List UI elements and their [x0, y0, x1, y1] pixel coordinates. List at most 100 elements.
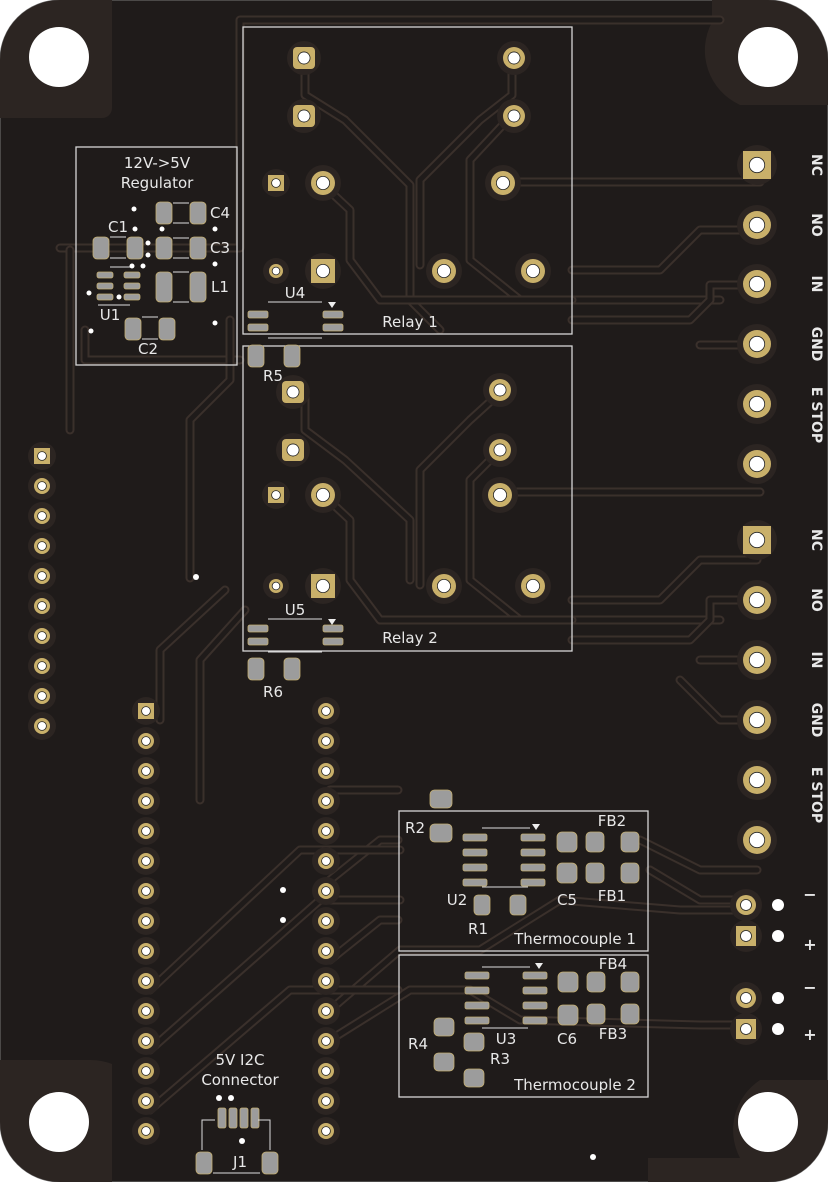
relay2-pad: [515, 568, 551, 604]
r6-label: R6: [263, 683, 283, 701]
left-header-pin: [28, 682, 56, 710]
thermo-terminal-pad: [730, 982, 762, 1014]
r5-label: R5: [263, 367, 283, 385]
j1-pin-pad: [228, 1107, 238, 1129]
left-header-pin: [28, 562, 56, 590]
relay1-led-pad: [262, 169, 290, 197]
c2-label: C2: [138, 340, 158, 358]
relay1-pad: [263, 258, 289, 284]
regulator-title-line2: Regulator: [121, 174, 194, 192]
c5-label: C5: [557, 891, 577, 909]
fb1-pad: [620, 862, 640, 884]
trace: [327, 987, 748, 1043]
thermo-terminal-hole: [772, 899, 784, 911]
mcu-left-pin: [132, 877, 160, 905]
u3-pad: [522, 1016, 548, 1025]
u3-pad: [464, 986, 490, 995]
fb1-pad: [585, 862, 605, 884]
mcu-right-pin: [312, 997, 340, 1025]
trace: [302, 55, 443, 333]
c5-pad: [556, 831, 578, 853]
fb1-label: FB1: [598, 887, 626, 905]
j1-label: J1: [232, 1153, 247, 1171]
u3-pad: [464, 971, 490, 980]
thermo-terminal-pad: [730, 1013, 762, 1045]
copper-traces: [55, 15, 765, 1115]
relay1-pad: [287, 99, 321, 133]
thermo-terminal-label: −: [803, 885, 816, 904]
fb3-pad: [586, 1003, 606, 1025]
terminal-2-pad: [737, 700, 777, 740]
c3-pad: [155, 236, 173, 260]
mounting-hole: [29, 1092, 89, 1152]
u5-pad: [322, 637, 344, 646]
c4-pad: [189, 201, 207, 225]
via: [193, 574, 199, 580]
u3-pad: [464, 1001, 490, 1010]
r1-label: R1: [468, 920, 488, 938]
fb3-label: FB3: [599, 1025, 627, 1043]
left-header-pin: [28, 442, 56, 470]
thermo-terminal-label: +: [803, 935, 816, 954]
mcu-right-pin: [312, 1027, 340, 1055]
relay1-pad: [515, 253, 551, 289]
relay1-pad: [426, 253, 462, 289]
relay2-pad: [483, 433, 517, 467]
terminal-1-label: NC: [808, 154, 824, 176]
r4-pad: [433, 1017, 455, 1037]
regulator-vias: [86, 206, 218, 334]
terminal-1-label: E STOP: [808, 387, 824, 443]
regulator-module: 12V->5V Regulator C4 C1 C3 L1: [75, 146, 238, 366]
j1-pin-pad: [250, 1107, 260, 1129]
terminal-1-pad: [737, 384, 777, 424]
regulator-outline: [75, 146, 238, 366]
j1-pin-pad: [239, 1107, 249, 1129]
pin1-marker: [328, 302, 336, 308]
relay2-pad: [482, 477, 518, 513]
u3-pad: [522, 986, 548, 995]
thermocouple-1-label: Thermocouple 1: [513, 930, 636, 948]
u5-pad: [247, 637, 269, 646]
relay-1-label: Relay 1: [382, 313, 438, 331]
i2c-title-line1: 5V I2C: [215, 1051, 264, 1069]
left-header-pin: [28, 712, 56, 740]
u2-pad: [462, 878, 488, 887]
u3-label: U3: [496, 1030, 517, 1048]
fb2-pad: [620, 831, 640, 853]
pin1-marker: [328, 619, 336, 625]
left-header-pin: [28, 622, 56, 650]
mcu-right-pin: [312, 787, 340, 815]
pin1-marker: [535, 963, 543, 969]
r3-pad: [463, 1032, 485, 1052]
u1-footprint: [96, 266, 141, 306]
u2-pad: [462, 863, 488, 872]
regulator-title-line1: 12V->5V: [124, 154, 191, 172]
via: [216, 1095, 222, 1101]
u4-pad: [322, 323, 344, 332]
thermo-terminal-label: +: [803, 1025, 816, 1044]
thermocouple-2-outline: [398, 954, 649, 1098]
trace: [147, 847, 403, 993]
u4-outline: [268, 301, 322, 339]
mcu-left-pin: [132, 937, 160, 965]
relay1-pad: [305, 165, 341, 201]
mcu-right-pin: [312, 757, 340, 785]
r6-pad: [247, 657, 265, 681]
via: [239, 1138, 245, 1144]
thermo-terminal-hole: [772, 992, 784, 1004]
mcu-left-pin: [132, 997, 160, 1025]
trace: [317, 179, 575, 303]
thermo-terminal-pad: [730, 920, 762, 952]
trace: [317, 489, 575, 623]
u5-label: U5: [285, 601, 306, 619]
u3-pad: [464, 1016, 490, 1025]
c6-pad: [557, 1004, 579, 1026]
mounting-hole: [738, 1092, 798, 1152]
r1-pad: [473, 894, 491, 916]
mcu-left-pin: [132, 1057, 160, 1085]
relay2-pad: [263, 573, 289, 599]
u5-pad: [322, 624, 344, 633]
relay-1-module: Relay 1 U4 R5: [242, 26, 573, 385]
terminal-2-label: IN: [808, 652, 824, 669]
